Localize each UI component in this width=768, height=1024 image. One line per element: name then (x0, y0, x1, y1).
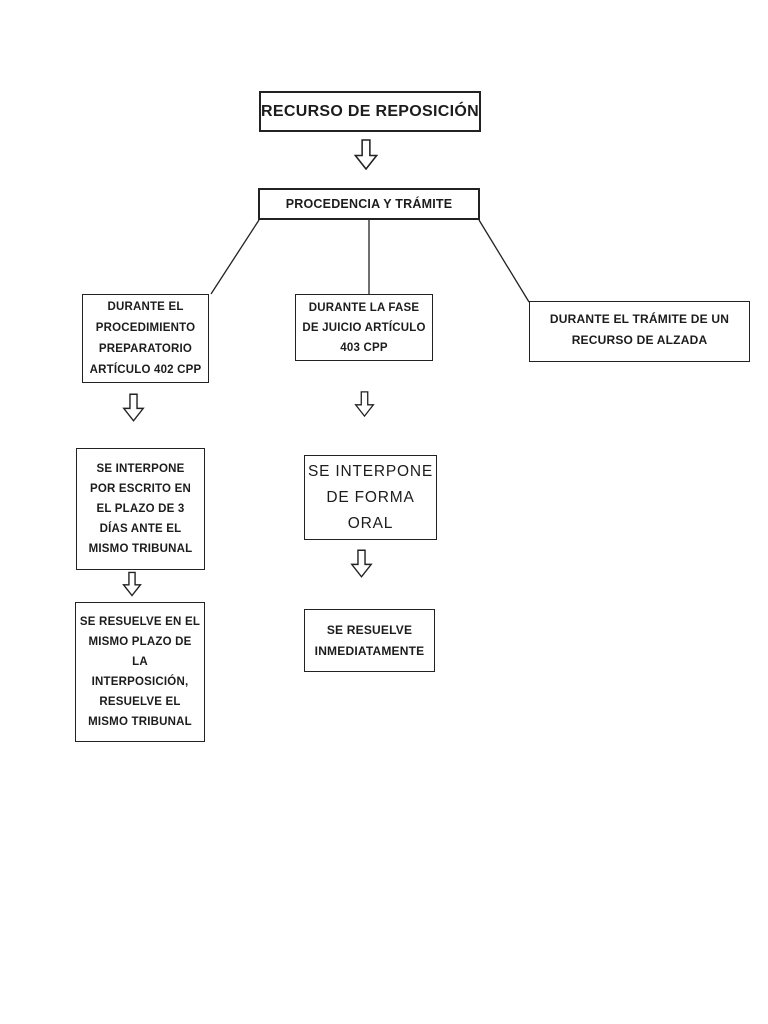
down-arrow-icon (353, 139, 379, 170)
down-arrow-icon (122, 393, 145, 422)
down-arrow-icon (122, 571, 142, 597)
node-recurso-reposicion: RECURSO DE REPOSICIÓN (259, 91, 481, 132)
node-fase-juicio: DURANTE LA FASE DE JUICIO ARTÍCULO 403 C… (295, 294, 433, 361)
connector-line-right (478, 219, 530, 303)
node-resuelve-mismo-plazo: SE RESUELVE EN EL MISMO PLAZO DE LA INTE… (75, 602, 205, 742)
node-interpone-oral: SE INTERPONE DE FORMA ORAL (304, 455, 437, 540)
connector-line-left (210, 219, 260, 295)
node-recurso-alzada: DURANTE EL TRÁMITE DE UN RECURSO DE ALZA… (529, 301, 750, 362)
down-arrow-icon (350, 549, 373, 578)
node-resuelve-inmediatamente: SE RESUELVE INMEDIATAMENTE (304, 609, 435, 672)
node-procedencia-tramite: PROCEDENCIA Y TRÁMITE (258, 188, 480, 220)
down-arrow-icon (354, 389, 375, 419)
node-interpone-escrito: SE INTERPONE POR ESCRITO EN EL PLAZO DE … (76, 448, 205, 570)
node-procedimiento-preparatorio: DURANTE EL PROCEDIMIENTO PREPARATORIO AR… (82, 294, 209, 383)
